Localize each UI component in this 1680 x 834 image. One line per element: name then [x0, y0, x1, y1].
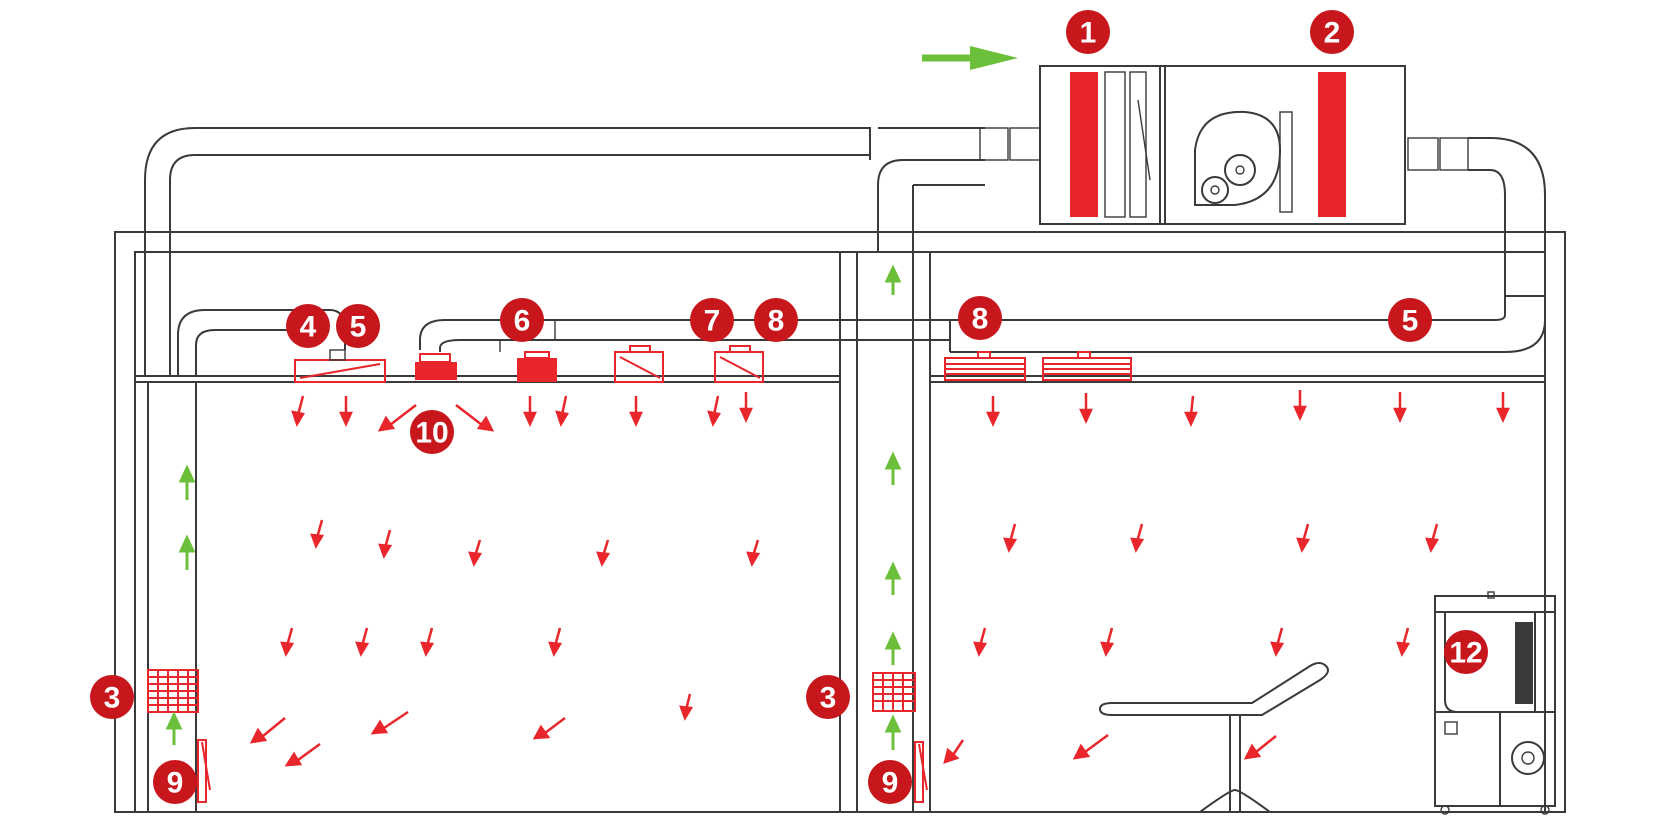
arrow-up-icon: [165, 264, 902, 750]
badge-label: 5: [1402, 305, 1419, 338]
badge-4: 4: [286, 304, 330, 348]
badge-5: 5: [1388, 298, 1432, 342]
badge-label: 3: [820, 682, 837, 715]
badge-10: 10: [410, 410, 454, 454]
badge-5: 5: [336, 304, 380, 348]
badge-circle: [754, 298, 798, 342]
ductwork: [144, 127, 1546, 376]
badge-label: 2: [1324, 17, 1341, 50]
badge-circle: [336, 304, 380, 348]
badge-label: 8: [768, 305, 785, 338]
badge-label: 6: [514, 305, 531, 338]
badge-8: 8: [958, 296, 1002, 340]
heater-coil-1: [1070, 72, 1098, 217]
arrow-right-icon: [922, 46, 1018, 70]
treatment-chair-icon: [1098, 662, 1329, 813]
badge-circle: [410, 410, 454, 454]
badge-circle: [500, 298, 544, 342]
badge-label: 9: [882, 767, 899, 800]
badge-circle: [153, 760, 197, 804]
badge-8: 8: [754, 298, 798, 342]
badge-label: 10: [415, 417, 448, 450]
badge-1: 1: [1066, 10, 1110, 54]
badge-3: 3: [806, 675, 850, 719]
badge-label: 7: [704, 305, 721, 338]
badge-label: 5: [350, 311, 367, 344]
heater-coil-2: [1318, 72, 1346, 217]
mobile-unit-icon: [1434, 591, 1556, 815]
badge-6: 6: [500, 298, 544, 342]
badge-label: 9: [167, 767, 184, 800]
centrifugal-fan-icon: [1194, 110, 1293, 213]
badge-circle: [1066, 10, 1110, 54]
badge-circle: [90, 675, 134, 719]
building-structure: [114, 231, 1566, 813]
badge-9: 9: [868, 760, 912, 804]
badge-2: 2: [1310, 10, 1354, 54]
badge-circle: [1444, 630, 1488, 674]
badge-circle: [868, 760, 912, 804]
badge-label: 4: [300, 311, 317, 344]
badge-label: 3: [104, 682, 121, 715]
badge-7: 7: [690, 298, 734, 342]
badge-circle: [690, 298, 734, 342]
badge-circle: [806, 675, 850, 719]
ceiling-diffusers: [294, 345, 1132, 383]
badge-label: 1: [1080, 17, 1097, 50]
badge-3: 3: [90, 675, 134, 719]
badge-circle: [958, 296, 1002, 340]
badge-circle: [1310, 10, 1354, 54]
badge-circle: [1388, 298, 1432, 342]
badge-circle: [286, 304, 330, 348]
badge-label: 8: [972, 303, 989, 336]
arrow-down-icon: [249, 390, 1510, 767]
badge-9: 9: [153, 760, 197, 804]
air-handling-unit: [1039, 65, 1406, 225]
badge-12: 12: [1444, 630, 1488, 674]
return-grilles: [147, 669, 928, 803]
badge-label: 12: [1449, 637, 1482, 670]
